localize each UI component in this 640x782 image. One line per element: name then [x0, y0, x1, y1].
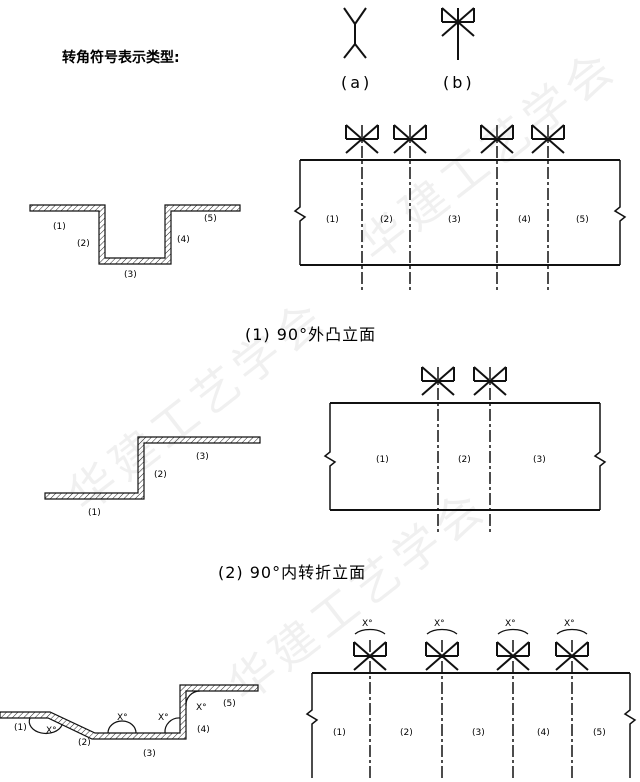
s3-profile-label-5: (5) — [223, 699, 236, 709]
elevation-1 — [293, 124, 627, 290]
s3-elev-label-4: (4) — [537, 728, 550, 738]
corner-symbol-b — [441, 7, 475, 60]
s3-elev-label-2: (2) — [400, 728, 413, 738]
label-b: (b) — [443, 73, 475, 92]
s1-elev-label-1: (1) — [326, 215, 339, 225]
profile-2 — [44, 436, 261, 500]
s3-elev-label-5: (5) — [593, 728, 606, 738]
s3-profile-label-3: (3) — [143, 749, 156, 759]
s1-elev-label-5: (5) — [576, 215, 589, 225]
section2-caption: (2) 90°内转折立面 — [218, 563, 366, 582]
s3-angle-1: X° — [46, 726, 57, 736]
s3-elev-label-3: (3) — [472, 728, 485, 738]
s3-top-angle-1: X° — [362, 619, 373, 629]
s2-profile-label-2: (2) — [154, 470, 167, 480]
s2-elev-label-2: (2) — [458, 455, 471, 465]
s3-profile-label-4: (4) — [197, 725, 210, 735]
s3-profile-label-2: (2) — [78, 738, 91, 748]
s3-top-angle-3: X° — [505, 619, 516, 629]
elevation-2 — [323, 366, 607, 535]
s3-angle-3: X° — [158, 713, 169, 723]
label-a: (a) — [341, 73, 372, 92]
s2-elev-label-1: (1) — [376, 455, 389, 465]
s2-profile-label-3: (3) — [196, 452, 209, 462]
s2-profile-label-1: (1) — [88, 508, 101, 518]
s1-profile-label-2: (2) — [77, 239, 90, 249]
elevation-3 — [305, 628, 637, 778]
s3-top-angle-4: X° — [564, 619, 575, 629]
s3-elev-label-1: (1) — [333, 728, 346, 738]
s1-profile-label-3: (3) — [124, 270, 137, 280]
s1-profile-label-4: (4) — [177, 235, 190, 245]
s3-angle-2: X° — [117, 713, 128, 723]
legend-title: 转角符号表示类型: — [62, 49, 180, 66]
s1-elev-label-3: (3) — [448, 215, 461, 225]
s3-top-angle-2: X° — [434, 619, 445, 629]
s1-profile-label-1: (1) — [53, 222, 66, 232]
s1-elev-label-4: (4) — [518, 215, 531, 225]
s1-elev-label-2: (2) — [380, 215, 393, 225]
s3-profile-label-1: (1) — [14, 723, 27, 733]
s3-angle-4: X° — [196, 703, 207, 713]
section1-caption: (1) 90°外凸立面 — [245, 325, 376, 344]
profile-3 — [0, 684, 259, 740]
s1-profile-label-5: (5) — [204, 214, 217, 224]
profile-1 — [29, 204, 241, 265]
s2-elev-label-3: (3) — [533, 455, 546, 465]
corner-symbol-a — [343, 7, 367, 59]
